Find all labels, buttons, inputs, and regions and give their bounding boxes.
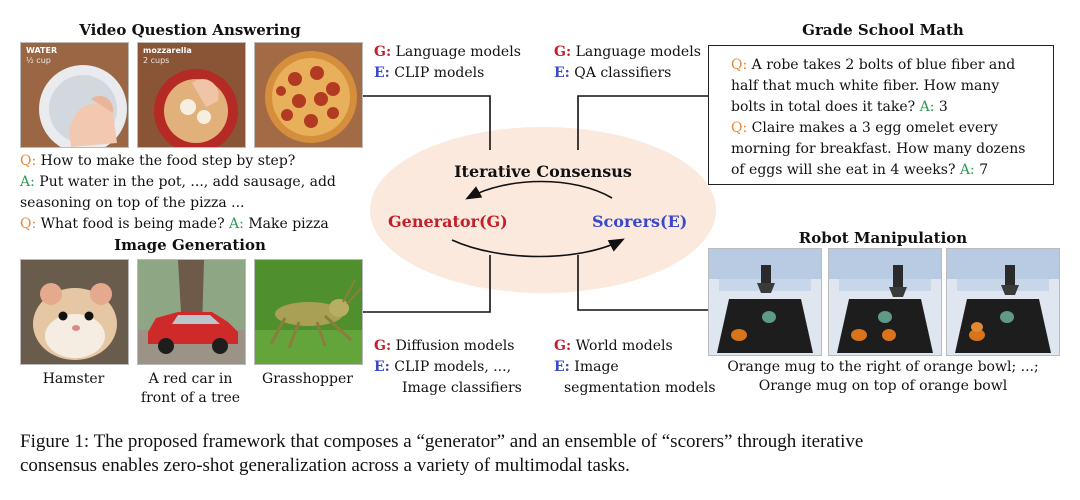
arrow-scorers-to-generator — [465, 180, 613, 200]
models-bottom-left: G: Diffusion models E: CLIP models, ...,… — [374, 338, 522, 396]
math-question-1-line-2: half that much white fiber. How many — [731, 78, 1000, 94]
figure-caption-line-2: consensus enables zero-shot generalizati… — [20, 455, 630, 476]
math-title: Grade School Math — [802, 21, 964, 39]
connector-bottom-left — [362, 255, 491, 313]
image-gen-title: Image Generation — [114, 236, 266, 254]
caption-grasshopper: Grasshopper — [262, 371, 353, 387]
figure-caption: Figure 1: The proposed framework that co… — [20, 430, 1070, 478]
video-frame-pizza — [254, 42, 363, 148]
grasshopper-image — [255, 260, 362, 364]
models-top-left: G: Language models E: CLIP models — [374, 44, 521, 81]
connector-top-right — [577, 95, 708, 150]
pot-mozzarella-image — [138, 43, 245, 147]
video-qa-text: Q: How to make the food step by step? A:… — [20, 151, 365, 235]
caption-red-car: A red car in front of a tree — [140, 371, 241, 406]
robot-frame-3 — [946, 248, 1060, 356]
robot-title: Robot Manipulation — [798, 229, 968, 247]
video-qa-answer-1: A: Put water in the pot, ..., add sausag… — [20, 174, 336, 190]
robot-scene-1 — [709, 249, 821, 355]
caption-hamster: Hamster — [42, 371, 105, 387]
figure-caption-line-1: Figure 1: The proposed framework that co… — [20, 431, 864, 452]
robot-frame-1 — [708, 248, 822, 356]
framework-diagram — [362, 95, 716, 313]
video-frame-mozzarella: mozzarella 2 cups — [137, 42, 246, 148]
consensus-title: Iterative Consensus — [454, 162, 632, 181]
generated-image-red-car — [137, 259, 246, 365]
models-top-right: G: Language models E: QA classifiers — [554, 44, 701, 81]
video-qa-question-1: Q: How to make the food step by step? — [20, 153, 296, 169]
robot-scene-3 — [947, 249, 1059, 355]
math-question-2-line-3: of eggs will she eat in 4 weeks? A: 7 — [731, 162, 989, 178]
video-qa-title: Video Question Answering — [79, 21, 301, 39]
pizza-image — [255, 43, 362, 147]
math-question-1-line-3: bolts in total does it take? A: 3 — [731, 99, 948, 115]
models-bottom-right: G: World models E: Image segmentation mo… — [554, 338, 716, 396]
robot-caption: Orange mug to the right of orange bowl; … — [727, 359, 1039, 394]
frame-label-water: WATER ½ cup — [26, 46, 58, 65]
math-question-2: Q: Claire makes a 3 egg omelet every — [731, 120, 998, 136]
generated-image-hamster — [20, 259, 129, 365]
scorers-label: Scorers(E) — [592, 212, 688, 231]
math-question-2-line-2: morning for breakfast. How many dozens — [731, 141, 1026, 157]
frame-label-mozzarella: mozzarella 2 cups — [143, 46, 192, 65]
math-box: Q: A robe takes 2 bolts of blue fiber an… — [708, 45, 1054, 185]
consensus-ellipse — [370, 127, 716, 293]
connector-bottom-right — [577, 255, 708, 311]
figure-label: Figure 1: — [20, 431, 90, 452]
generated-image-grasshopper — [254, 259, 363, 365]
generator-label: Generator(G) — [388, 212, 508, 231]
video-frame-water: WATER ½ cup — [20, 42, 129, 148]
robot-scene-2 — [829, 249, 941, 355]
red-car-image — [138, 260, 245, 364]
robot-frame-2 — [828, 248, 942, 356]
pot-water-image — [21, 43, 128, 147]
math-question-1: Q: A robe takes 2 bolts of blue fiber an… — [731, 57, 1016, 73]
arrow-generator-to-scorers — [451, 238, 625, 258]
hamster-image — [21, 260, 128, 364]
video-qa-question-2: Q: What food is being made? A: Make pizz… — [20, 216, 329, 232]
connector-top-left — [362, 95, 491, 150]
video-qa-answer-1-cont: seasoning on top of the pizza ... — [20, 195, 245, 211]
